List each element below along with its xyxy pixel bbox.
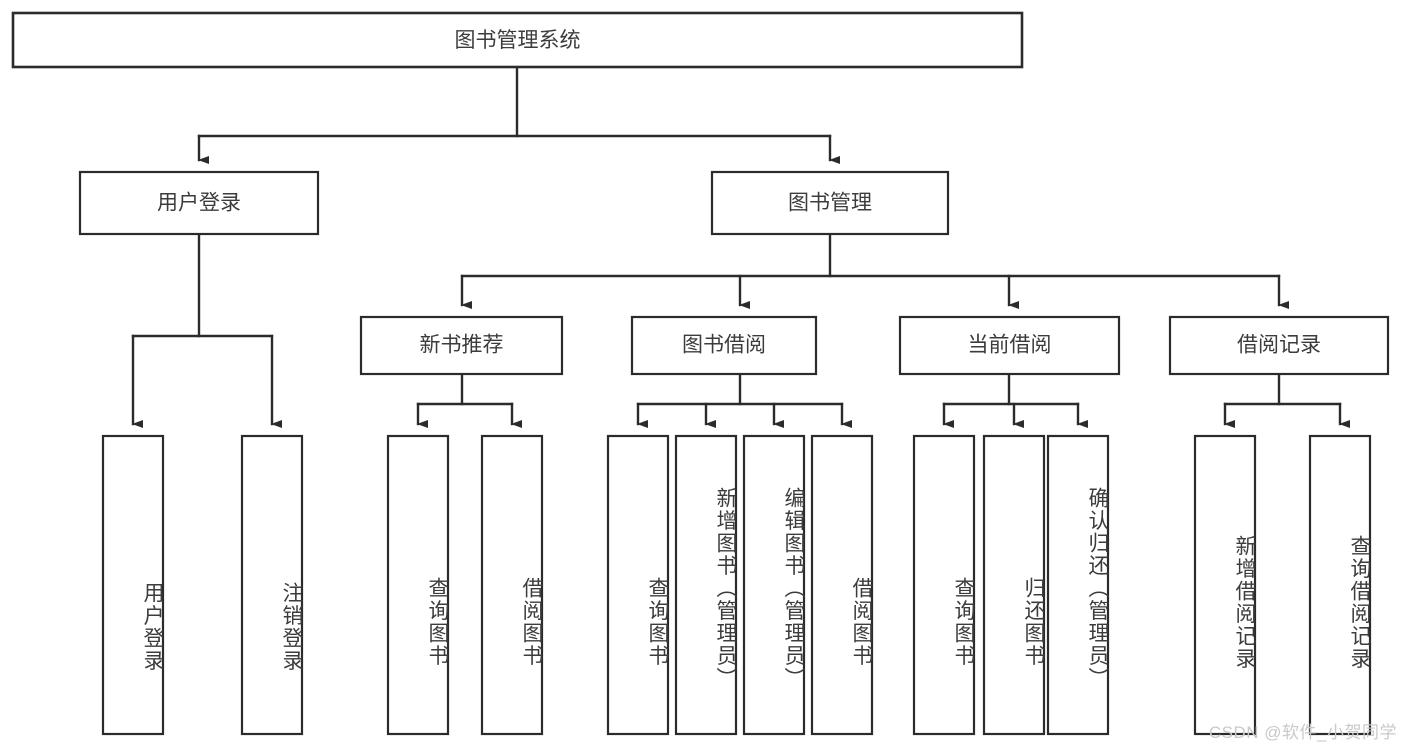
connector-group-new-book-recommend: [416, 372, 522, 428]
node-box-leaf-add-record[interactable]: [1193, 434, 1257, 736]
node-label-current-borrow: 当前借阅: [968, 334, 1052, 357]
node-box-leaf-borrow-book-1[interactable]: [480, 434, 544, 736]
node-label-borrow-record: 借阅记录: [1237, 334, 1321, 357]
node-label-root: 图书管理系统: [455, 29, 581, 52]
node-box-leaf-user-login[interactable]: [101, 434, 165, 736]
node-box-leaf-query-book-3[interactable]: [912, 434, 976, 736]
node-box-user-login[interactable]: [78, 170, 320, 236]
node-box-leaf-edit-book[interactable]: [742, 434, 806, 736]
node-box-leaf-borrow-book-2[interactable]: [810, 434, 874, 736]
node-box-leaf-query-book-2[interactable]: [606, 434, 670, 736]
node-label-book-borrow: 图书借阅: [682, 334, 766, 357]
node-box-leaf-add-book[interactable]: [674, 434, 738, 736]
node-box-book-borrow[interactable]: [630, 315, 818, 376]
watermark-text: CSDN @软件_小贺同学: [1208, 723, 1397, 742]
connector-group-book-borrow: [636, 372, 852, 428]
node-box-leaf-query-record[interactable]: [1308, 434, 1372, 736]
node-box-leaf-confirm-return[interactable]: [1046, 434, 1110, 736]
node-box-new-book-recommend[interactable]: [359, 315, 564, 376]
connector-group-book-manage: [460, 232, 1289, 309]
node-label-new-book-recommend: 新书推荐: [420, 334, 504, 357]
connector-group-user-login: [131, 232, 282, 428]
node-label-book-manage: 图书管理: [788, 192, 872, 215]
node-box-leaf-query-book-1[interactable]: [386, 434, 450, 736]
node-label-user-login: 用户登录: [157, 192, 241, 215]
node-box-root[interactable]: [11, 11, 1024, 69]
node-box-leaf-return-book[interactable]: [982, 434, 1046, 736]
node-box-book-manage[interactable]: [710, 170, 950, 236]
connector-group-borrow-record: [1223, 372, 1350, 428]
connector-group-root: [197, 65, 840, 164]
node-box-leaf-user-logout[interactable]: [240, 434, 304, 736]
connector-group-current-borrow: [942, 372, 1088, 428]
node-box-borrow-record[interactable]: [1168, 315, 1390, 376]
node-box-current-borrow[interactable]: [898, 315, 1121, 376]
